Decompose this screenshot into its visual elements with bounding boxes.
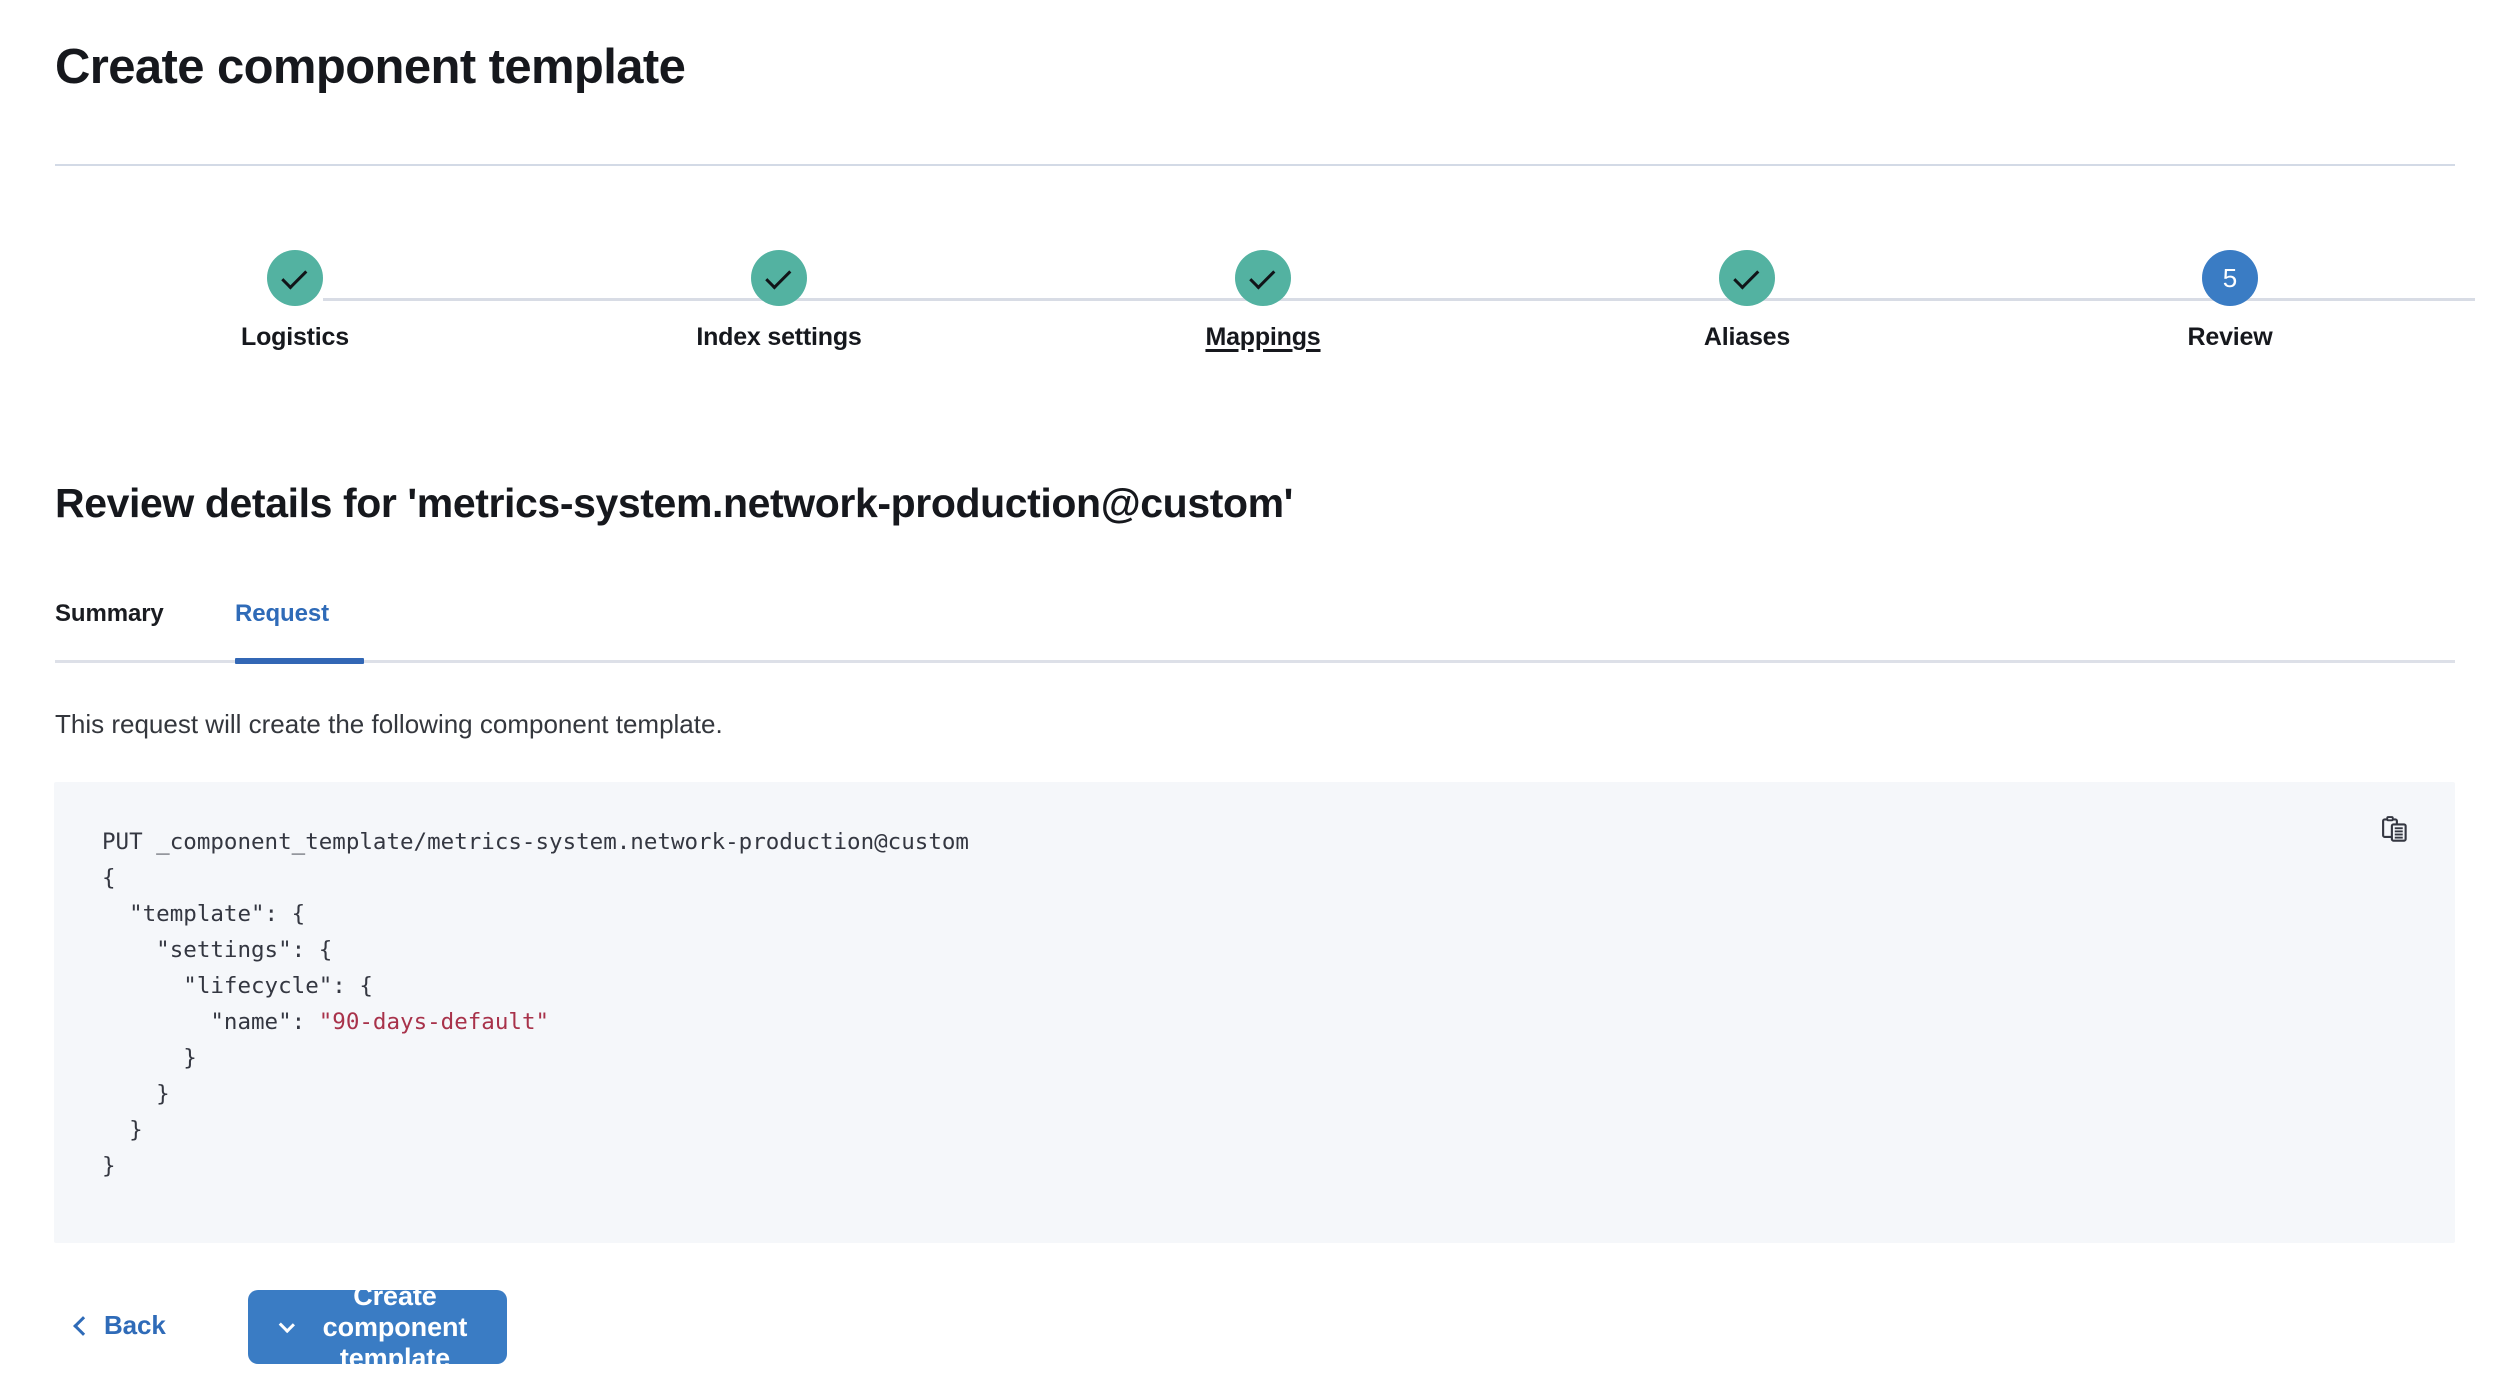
- code-string-value: "90-days-default": [318, 1009, 550, 1035]
- tabs-baseline: [55, 660, 2455, 663]
- tab-active-indicator: [235, 658, 364, 664]
- step-label-review: Review: [2187, 323, 2273, 351]
- chevron-left-icon: [73, 1315, 93, 1336]
- step-circle-mappings[interactable]: [1235, 250, 1291, 306]
- code-body: { "template": { "settings": { "lifecycle…: [102, 865, 550, 1179]
- check-icon: [765, 262, 792, 289]
- check-icon: [278, 1316, 296, 1334]
- copy-button[interactable]: [2371, 806, 2419, 854]
- page-title: Create component template: [55, 40, 686, 94]
- stepper-step-index-settings[interactable]: Index settings: [619, 250, 939, 352]
- step-label-aliases: Aliases: [1703, 323, 1791, 351]
- stepper-step-mappings[interactable]: Mappings: [1103, 250, 1423, 352]
- stepper-step-review[interactable]: 5 Review: [2070, 250, 2390, 352]
- tab-request[interactable]: Request: [235, 600, 329, 646]
- check-icon: [1733, 262, 1760, 289]
- back-button[interactable]: Back: [70, 1302, 172, 1349]
- title-divider: [55, 164, 2455, 166]
- check-icon: [1249, 262, 1276, 289]
- stepper-step-aliases[interactable]: Aliases: [1587, 250, 1907, 352]
- step-circle-logistics[interactable]: [267, 250, 323, 306]
- back-button-label: Back: [104, 1310, 166, 1340]
- review-heading: Review details for 'metrics-system.netwo…: [55, 480, 1294, 526]
- copy-icon: [2382, 816, 2407, 842]
- check-icon: [281, 262, 308, 289]
- step-label-mappings: Mappings: [1205, 323, 1321, 351]
- code-request-line: PUT _component_template/metrics-system.n…: [102, 829, 969, 855]
- step-circle-aliases[interactable]: [1719, 250, 1775, 306]
- create-component-template-button[interactable]: Create component template: [248, 1281, 507, 1373]
- step-circle-review[interactable]: 5: [2202, 250, 2258, 306]
- wizard-stepper: Logistics Index settings Mappings Aliase…: [0, 250, 2506, 410]
- step-circle-index-settings[interactable]: [751, 250, 807, 306]
- request-description: This request will create the following c…: [55, 709, 723, 739]
- request-code-panel: PUT _component_template/metrics-system.n…: [54, 782, 2455, 1243]
- step-label-logistics: Logistics: [241, 323, 349, 351]
- step-number: 5: [2222, 263, 2238, 293]
- tab-summary[interactable]: Summary: [55, 600, 164, 646]
- request-code-block: PUT _component_template/metrics-system.n…: [102, 824, 969, 1184]
- create-button-label: Create component template: [322, 1280, 468, 1373]
- stepper-connector-line: [323, 298, 2475, 301]
- review-tabs: Summary Request: [55, 600, 2455, 664]
- step-label-index-settings: Index settings: [696, 323, 862, 351]
- stepper-step-logistics[interactable]: Logistics: [135, 250, 455, 352]
